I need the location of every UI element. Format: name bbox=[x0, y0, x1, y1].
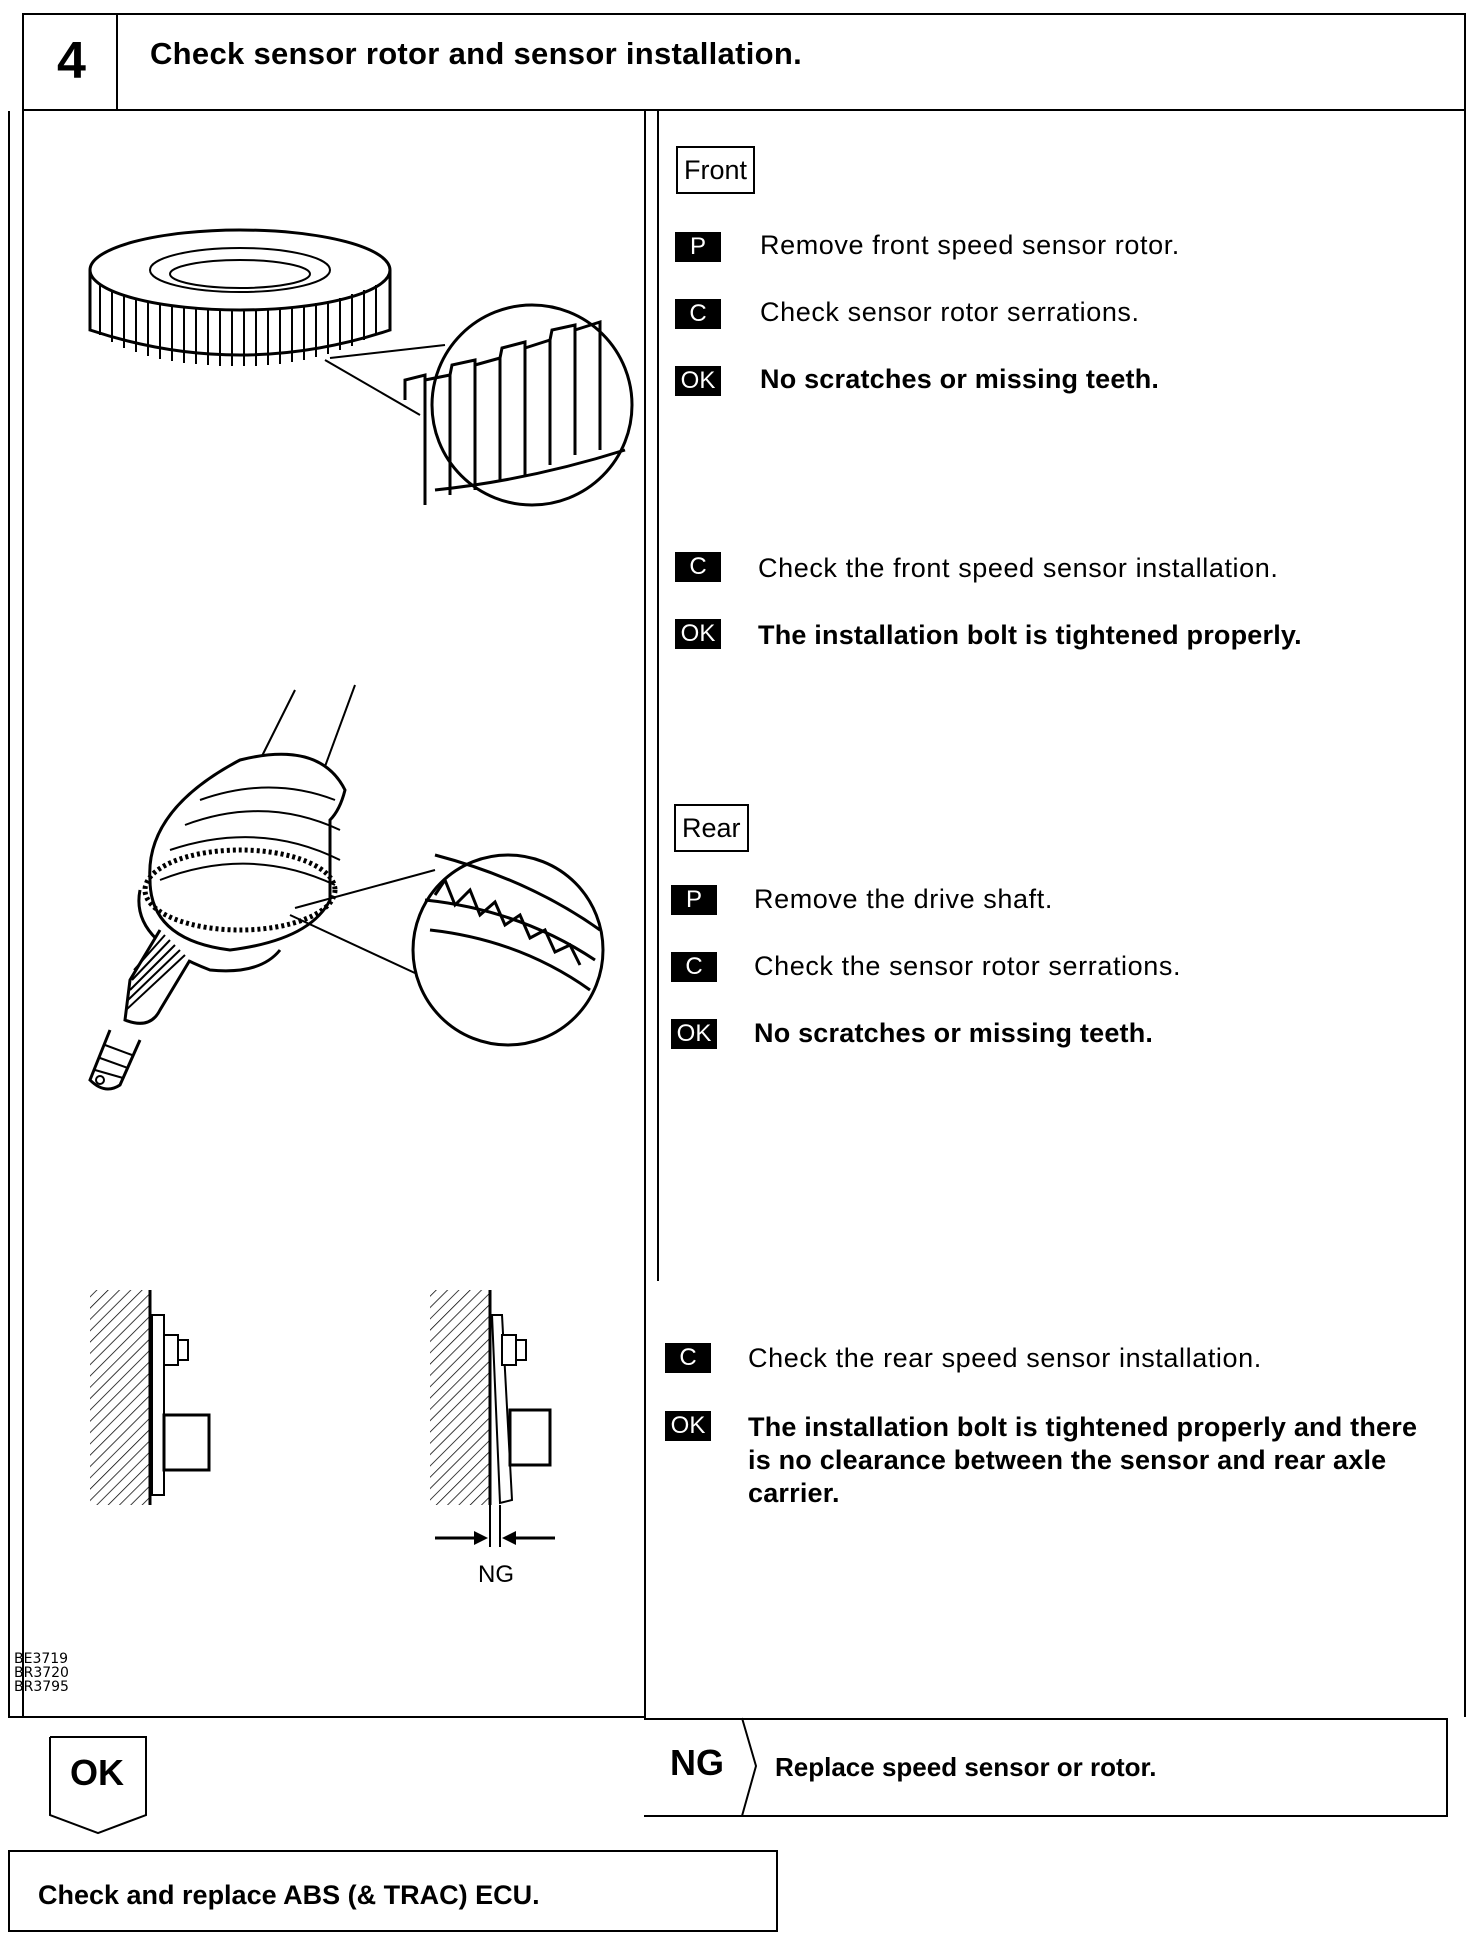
ng-box-bottom bbox=[644, 1815, 1448, 1817]
rear-heading: Rear bbox=[674, 804, 749, 852]
ng-outcome-label: NG bbox=[670, 1742, 724, 1783]
front-result-bolt-tight: The installation bolt is tightened prope… bbox=[758, 620, 1302, 650]
ok-outcome-label: OK bbox=[70, 1752, 124, 1793]
final-action-text: Check and replace ABS (& TRAC) ECU. bbox=[38, 1880, 540, 1910]
rear-step-remove-drive-shaft: Remove the drive shaft. bbox=[754, 884, 1053, 914]
front-step-check-installation: Check the front speed sensor installatio… bbox=[758, 553, 1279, 583]
figure-code: BR3795 bbox=[14, 1679, 69, 1695]
ng-outcome-action: Replace speed sensor or rotor. bbox=[775, 1752, 1157, 1782]
front-result-no-scratches: No scratches or missing teeth. bbox=[760, 364, 1160, 394]
icon-c-rear-install: C bbox=[665, 1343, 711, 1373]
ng-box-top bbox=[644, 1718, 1448, 1720]
icon-ok-rear: OK bbox=[671, 1019, 717, 1049]
step-header bbox=[22, 13, 1466, 111]
front-heading: Front bbox=[676, 146, 756, 194]
step-number: 4 bbox=[57, 31, 86, 90]
final-action-box bbox=[8, 1850, 778, 1932]
rear-step-check-serrations: Check the sensor rotor serrations. bbox=[754, 951, 1182, 981]
figure-code: BR3720 bbox=[14, 1665, 69, 1681]
step-number-divider bbox=[116, 13, 118, 111]
ng-box-right bbox=[1446, 1718, 1448, 1817]
figure-codes: BE3719 BR3720 BR3795 bbox=[14, 1652, 69, 1694]
column-divider bbox=[644, 111, 646, 1717]
sensor-installation-illustration bbox=[90, 1290, 555, 1547]
figure-code: BE3719 bbox=[14, 1651, 69, 1667]
icon-c-front: C bbox=[675, 299, 721, 329]
rear-result-bolt-clearance: The installation bolt is tightened prope… bbox=[748, 1412, 1418, 1508]
icon-ok-front: OK bbox=[675, 366, 721, 396]
icon-ok-rear-install: OK bbox=[665, 1411, 711, 1441]
front-step-check-serrations: Check sensor rotor serrations. bbox=[760, 297, 1140, 327]
column-divider-upper bbox=[657, 111, 659, 1281]
ng-arrow-divider bbox=[741, 1717, 758, 1817]
icon-p-front: P bbox=[675, 232, 721, 262]
left-outer-border bbox=[8, 111, 10, 1717]
rear-step-check-installation: Check the rear speed sensor installation… bbox=[748, 1343, 1262, 1373]
front-step-remove-rotor: Remove front speed sensor rotor. bbox=[760, 230, 1180, 260]
icon-p-rear: P bbox=[671, 885, 717, 915]
left-bottom-border bbox=[8, 1716, 646, 1718]
right-border bbox=[1464, 111, 1466, 1717]
icon-c-front-install: C bbox=[675, 552, 721, 582]
front-rotor-illustration bbox=[88, 228, 634, 507]
ok-arrow-box bbox=[49, 1736, 147, 1835]
rear-driveshaft-illustration bbox=[88, 684, 605, 1091]
icon-c-rear: C bbox=[671, 952, 717, 982]
rear-result-no-scratches: No scratches or missing teeth. bbox=[754, 1018, 1154, 1048]
left-border bbox=[22, 111, 24, 1717]
icon-ok-front-install: OK bbox=[675, 619, 721, 649]
step-title: Check sensor rotor and sensor installati… bbox=[150, 36, 803, 71]
ng-gap-label: NG bbox=[478, 1561, 514, 1588]
